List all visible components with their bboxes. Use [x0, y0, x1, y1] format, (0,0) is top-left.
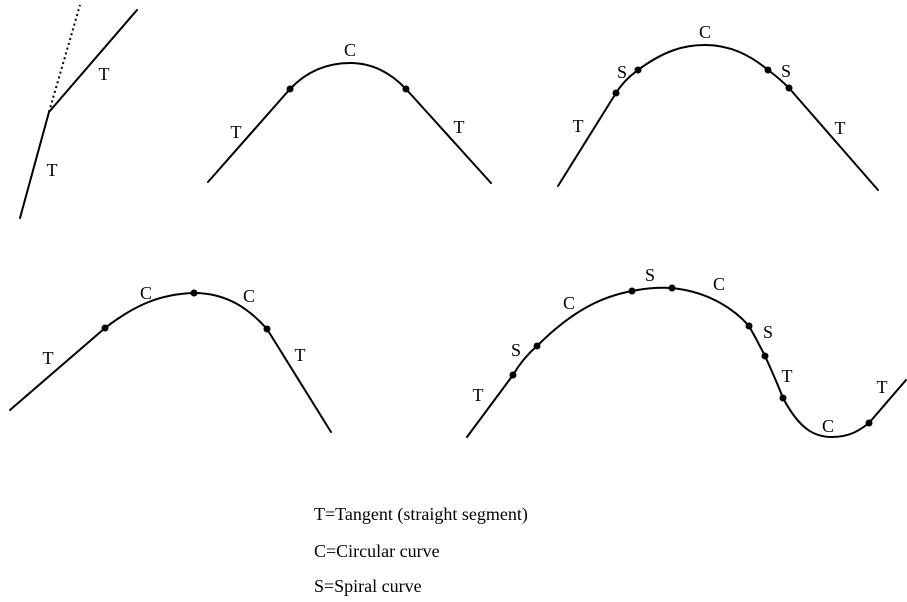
label-s-top: S — [645, 265, 655, 285]
label-t-upper: T — [99, 64, 110, 84]
point-cs-top — [628, 287, 636, 295]
label-t-left: T — [573, 116, 584, 136]
label-t-right: T — [295, 345, 306, 365]
point-ct — [402, 85, 410, 93]
label-t-right: T — [454, 117, 465, 137]
extended-tangent-dotted — [48, 4, 81, 113]
point-ts — [509, 371, 517, 379]
label-c: C — [344, 40, 356, 60]
alignment-curve — [207, 62, 492, 184]
point-cs-right — [764, 66, 772, 74]
label-t-left: T — [43, 348, 54, 368]
point-sc-top — [668, 284, 676, 292]
label-s-right: S — [763, 322, 773, 342]
point-ts-left — [612, 89, 620, 97]
label-s-first: S — [511, 340, 521, 360]
label-c-bottom: C — [822, 416, 834, 436]
point-st-right — [785, 84, 793, 92]
label-t-lower: T — [47, 160, 58, 180]
point-tc — [286, 85, 294, 93]
point-sc — [533, 342, 541, 350]
label-t-end: T — [877, 377, 888, 397]
point-tc-reverse — [779, 394, 787, 402]
label-t-left: T — [231, 122, 242, 142]
label-c-top-right: C — [713, 274, 725, 294]
legend-circular: C=Circular curve — [314, 541, 440, 561]
label-c-left: C — [140, 283, 152, 303]
label-c-right: C — [243, 286, 255, 306]
point-tc — [101, 324, 109, 332]
alignment-curve — [466, 286, 907, 438]
point-sc-left — [634, 66, 642, 74]
figure-compound-curve: C C T T — [9, 283, 332, 433]
label-c-first: C — [563, 293, 575, 313]
legend-tangent: T=Tangent (straight segment) — [314, 504, 528, 524]
point-ct — [263, 325, 271, 333]
alignment-curve — [557, 44, 879, 191]
point-ct-reverse — [865, 419, 873, 427]
label-s-left: S — [617, 62, 627, 82]
label-t-right: T — [835, 118, 846, 138]
figure-tangent-circular-tangent: C T T — [207, 40, 492, 184]
figure-tangent-break: T T — [19, 4, 138, 219]
label-s-right: S — [781, 61, 791, 81]
label-t-start: T — [473, 385, 484, 405]
point-cs-right — [745, 322, 753, 330]
alignment-curve — [9, 292, 332, 433]
label-c: C — [699, 22, 711, 42]
tangent-lines — [19, 9, 138, 219]
figure-reverse-curve: T S C S C S T C T — [466, 265, 907, 438]
point-pcc — [190, 289, 198, 297]
label-t-middle: T — [782, 366, 793, 386]
point-st-right — [761, 352, 769, 360]
legend-spiral: S=Spiral curve — [314, 576, 422, 596]
figure-tangent-spiral-circular: C S S T T — [557, 22, 879, 191]
